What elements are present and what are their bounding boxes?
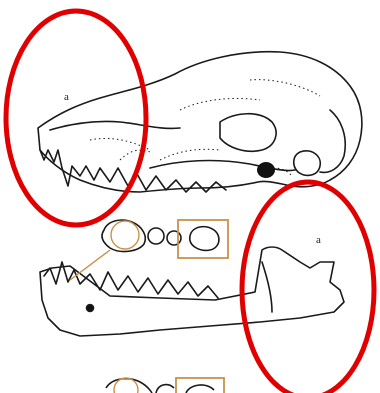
molar-1 [148, 228, 164, 244]
lower-boxed-tooth [186, 385, 214, 393]
occipital [320, 110, 345, 172]
tooth-detail-lower [106, 378, 224, 393]
skull-sutures [90, 80, 320, 176]
auditory-bulla [294, 151, 321, 175]
carnassial-ring [111, 221, 139, 249]
label-a-upper: a [64, 91, 69, 103]
highlight-circle-upper [6, 11, 146, 225]
skull-drawing [38, 52, 362, 192]
label-a-lower: a [316, 234, 321, 246]
boxed-tooth [190, 227, 219, 251]
lower-carnassial [106, 379, 152, 393]
tooth-detail-upper [102, 220, 228, 258]
mandible-drawing [40, 247, 344, 336]
tooth-box-upper [178, 220, 228, 258]
lower-molar [156, 385, 174, 393]
highlight-circle-lower [242, 182, 374, 393]
mental-foramen [87, 305, 94, 312]
snout-ridge [50, 121, 180, 130]
ramus-line [262, 262, 272, 312]
orbit [220, 114, 276, 152]
orbital-foramen [257, 162, 275, 178]
mandible-outline [40, 247, 344, 336]
